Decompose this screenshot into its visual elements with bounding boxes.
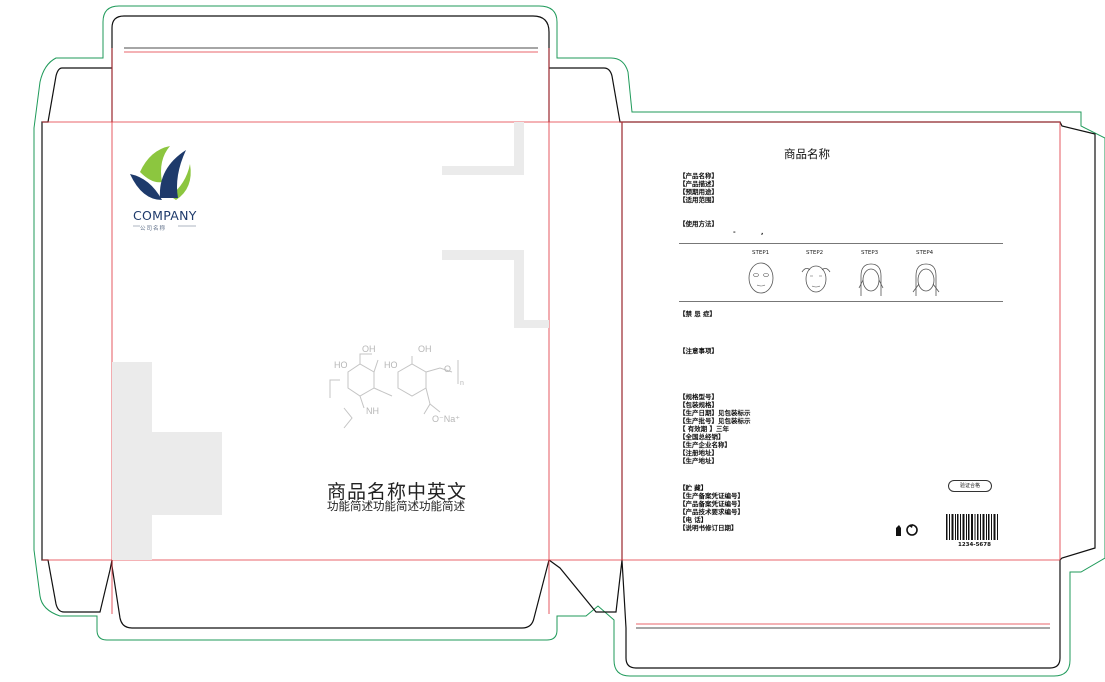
recycle-icon: [896, 524, 918, 536]
cut-outline: [41, 15, 1096, 669]
molecule-label-o: O: [444, 364, 452, 374]
step-label: STEP3: [861, 250, 879, 256]
steps-divider-bottom: [679, 301, 1003, 302]
contraindication-label: 【禁 忌 症】: [679, 310, 717, 318]
step-label: STEP4: [916, 250, 934, 256]
brand-subtitle: 公司名称: [140, 226, 167, 232]
brand-name: COMPANY: [133, 208, 197, 223]
caution-label: 【注意事项】: [679, 347, 718, 355]
barcode-number: 1234-5678: [958, 542, 991, 548]
barcode: [943, 512, 1001, 542]
product-subtitle: 功能简述功能简述功能简述: [327, 499, 465, 513]
usage-mark: ,: [761, 228, 764, 236]
molecule-label-ho2: HO: [384, 360, 398, 370]
storage-line: 【产品技术要求编号】: [679, 508, 744, 516]
molecule-label-nh: NH: [366, 406, 379, 416]
spec-line: 【 有效期 】三年: [679, 425, 730, 433]
verify-badge: 验证合格: [948, 480, 992, 492]
spec-line: 【生产地址】: [679, 457, 718, 465]
storage-line: 【贮 藏】: [679, 484, 708, 492]
bleed-outline: [33, 5, 1105, 677]
storage-block: 【贮 藏】 【生产备案凭证编号】 【产品备案凭证编号】 【产品技术要求编号】 【…: [679, 484, 744, 532]
pat-face-icon: [858, 263, 884, 296]
step-label: STEP2: [806, 250, 824, 256]
storage-line: 【生产备案凭证编号】: [679, 492, 744, 500]
step-label: STEP1: [752, 250, 770, 256]
info-block: 【产品名称】 【产品描述】 【预期用途】 【适用范围】: [679, 172, 718, 204]
info-line: 【适用范围】: [679, 196, 718, 204]
spec-line: 【全国总经销】: [679, 433, 725, 441]
steps-divider-top: [679, 243, 1003, 244]
spec-line: 【生产日期】见包装标示: [679, 409, 751, 417]
spec-line: 【生产企业名称】: [679, 441, 731, 449]
info-line: 【产品名称】: [679, 172, 718, 180]
fold-lines: [42, 48, 1061, 625]
watermark-shapes: [112, 122, 549, 560]
molecule-label-oh1: OH: [362, 344, 376, 354]
spec-line: 【包装规格】: [679, 401, 718, 409]
molecule-label-ho1: HO: [334, 360, 348, 370]
storage-line: 【产品备案凭证编号】: [679, 500, 744, 508]
storage-line: 【电 话】: [679, 516, 708, 524]
molecule-label-oh2: OH: [418, 344, 432, 354]
usage-label: 【使用方法】: [679, 220, 718, 228]
press-face-icon: [912, 263, 940, 296]
usage-mark: -: [733, 228, 736, 236]
back-title: 商品名称: [784, 147, 830, 161]
company-logo: [130, 146, 191, 200]
spec-line: 【生产批号】见包装标示: [679, 417, 751, 425]
spec-line: 【规格型号】: [679, 393, 718, 401]
molecule-label-n: n: [460, 380, 464, 387]
spec-block: 【规格型号】 【包装规格】 【生产日期】见包装标示 【生产批号】见包装标示 【 …: [679, 393, 751, 465]
mask-face-icon: [748, 262, 774, 294]
molecule-label-ona: O⁻Na⁺: [432, 414, 461, 424]
product-title: 商品名称中英文: [327, 481, 468, 503]
storage-line: 【说明书修订日期】: [679, 524, 738, 532]
info-line: 【预期用途】: [679, 188, 718, 196]
spec-line: 【注册地址】: [679, 449, 718, 457]
massage-face-icon: [801, 265, 831, 293]
molecule-structure: [329, 353, 459, 429]
info-line: 【产品描述】: [679, 180, 718, 188]
